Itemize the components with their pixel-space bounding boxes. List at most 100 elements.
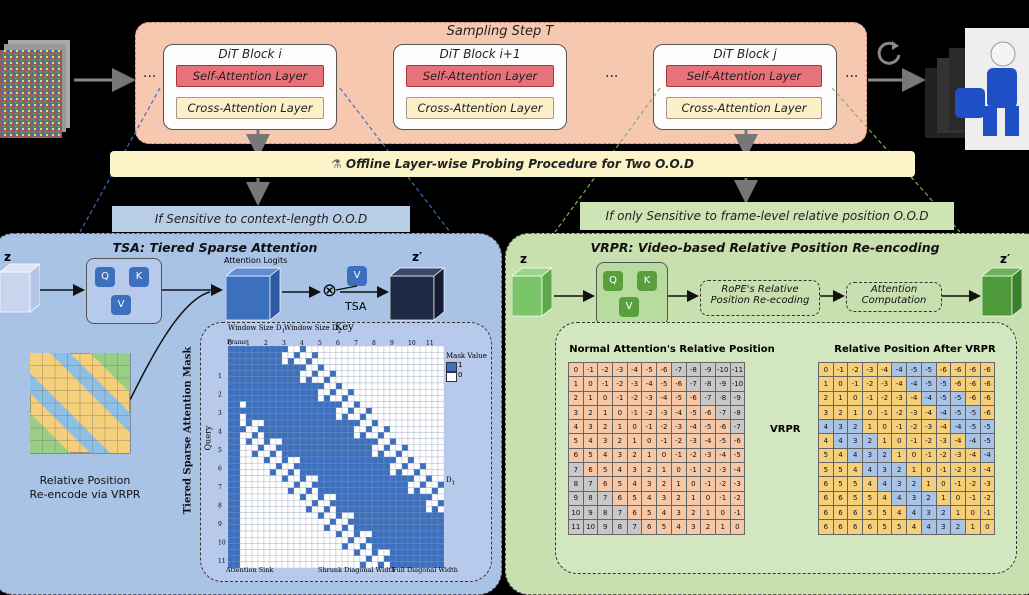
- mask-cell: [299, 419, 307, 427]
- mask-cell: [419, 530, 427, 538]
- mask-cell: [383, 444, 391, 451]
- normal-matrix-cell: 0: [670, 462, 687, 478]
- tsa-output-cube-icon: [390, 267, 445, 321]
- mask-cell: [257, 413, 265, 421]
- after-matrix-cell: 5: [832, 462, 849, 478]
- mask-cell: [239, 537, 247, 544]
- mask-cell: [419, 413, 427, 421]
- mask-cell: [233, 438, 241, 445]
- mask-cell: [413, 506, 421, 513]
- tsa-v-token-right: V: [347, 266, 367, 286]
- mask-cell: [299, 407, 307, 414]
- mask-cell: [263, 475, 271, 482]
- after-matrix-cell: 2: [847, 419, 864, 435]
- after-matrix-cell: -4: [950, 419, 966, 435]
- mask-cell: [311, 419, 319, 427]
- mask-cell: [401, 444, 409, 451]
- mask-cell: [377, 389, 385, 396]
- mask-cell: [341, 407, 349, 414]
- key-tick: 3: [282, 340, 286, 347]
- after-matrix-cell: 1: [818, 376, 834, 392]
- mask-cell: [383, 432, 391, 439]
- normal-matrix-cell: 5: [626, 490, 643, 506]
- mask-cell: [335, 475, 343, 482]
- mask-cell: [287, 469, 295, 476]
- normal-matrix-cell: -9: [700, 361, 716, 378]
- normal-matrix-cell: 0: [641, 433, 658, 449]
- normal-matrix-cell: 7: [568, 462, 584, 478]
- mask-cell: [377, 555, 385, 562]
- mask-cell: [389, 530, 397, 538]
- key-tick: 5: [318, 340, 322, 347]
- mask-cell: [305, 352, 313, 359]
- mask-cell: [245, 426, 253, 433]
- mask-cell: [389, 456, 397, 464]
- mask-cell: [275, 389, 283, 396]
- after-matrix-cell: 1: [847, 404, 864, 421]
- mask-cell: [407, 352, 415, 359]
- mask-cell: [437, 500, 444, 507]
- mask-cell: [293, 419, 301, 427]
- mask-cell: [437, 524, 444, 532]
- mask-cell: [233, 463, 241, 470]
- mask-cell: [431, 413, 439, 421]
- mask-cell: [419, 450, 427, 458]
- after-matrix-cell: -4: [920, 404, 937, 421]
- mask-cell: [251, 450, 259, 458]
- mask-cell: [317, 370, 325, 377]
- mask-cell: [413, 530, 421, 538]
- mask-cell: [359, 407, 367, 414]
- normal-matrix-cell: 0: [700, 490, 716, 506]
- context-length-ood-label: If Sensitive to context-length O.O.D: [112, 206, 410, 232]
- tsa-input-cube-icon: [0, 263, 40, 313]
- mask-cell: [263, 493, 271, 501]
- mask-cell: [239, 413, 247, 421]
- mask-cell: [431, 450, 439, 458]
- normal-matrix-cell: -4: [714, 447, 731, 464]
- mask-cell: [239, 432, 247, 439]
- after-matrix-cell: 1: [920, 476, 937, 492]
- mask-cell: [425, 407, 433, 414]
- normal-matrix-cell: -5: [641, 361, 658, 378]
- mask-cell: [431, 456, 439, 464]
- mask-cell: [389, 358, 397, 365]
- mask-cell: [401, 438, 409, 445]
- after-matrix-cell: -1: [847, 376, 864, 392]
- mask-cell: [233, 358, 241, 365]
- mask-cell: [437, 530, 444, 538]
- mask-cell: [305, 543, 313, 550]
- mask-cell: [299, 487, 307, 495]
- mask-cell: [263, 389, 271, 396]
- mask-cell: [335, 537, 343, 544]
- mask-cell: [251, 543, 259, 550]
- normal-matrix-cell: 4: [597, 447, 614, 464]
- mask-cell: [437, 438, 444, 445]
- cross-attention-layer-i: Cross-Attention Layer: [176, 97, 324, 119]
- mask-cell: [353, 555, 361, 562]
- normal-matrix-cell: 0: [612, 404, 628, 421]
- mask-cell: [383, 481, 391, 488]
- mask-cell: [365, 549, 373, 556]
- mask-cell: [341, 549, 349, 556]
- mask-cell: [323, 543, 331, 550]
- mask-cell: [335, 444, 343, 451]
- mask-cell: [377, 376, 385, 384]
- mask-cell: [245, 438, 253, 445]
- mask-cell: [335, 450, 343, 458]
- mask-cell: [251, 370, 259, 377]
- mask-cell: [233, 401, 241, 408]
- mask-cell: [425, 537, 433, 544]
- mask-cell: [257, 512, 265, 519]
- mask-cell: [317, 444, 325, 451]
- after-matrix-cell: 2: [876, 447, 893, 464]
- mask-cell: [329, 469, 337, 476]
- after-matrix-cell: -1: [891, 419, 908, 435]
- vrpr-k-token: K: [637, 271, 657, 291]
- mask-cell: [371, 413, 379, 421]
- mask-cell: [228, 555, 235, 562]
- normal-matrix-cell: 1: [582, 390, 599, 406]
- mask-cell: [395, 543, 403, 550]
- attention-logits-cube-icon: [226, 267, 281, 321]
- mask-cell: [401, 401, 409, 408]
